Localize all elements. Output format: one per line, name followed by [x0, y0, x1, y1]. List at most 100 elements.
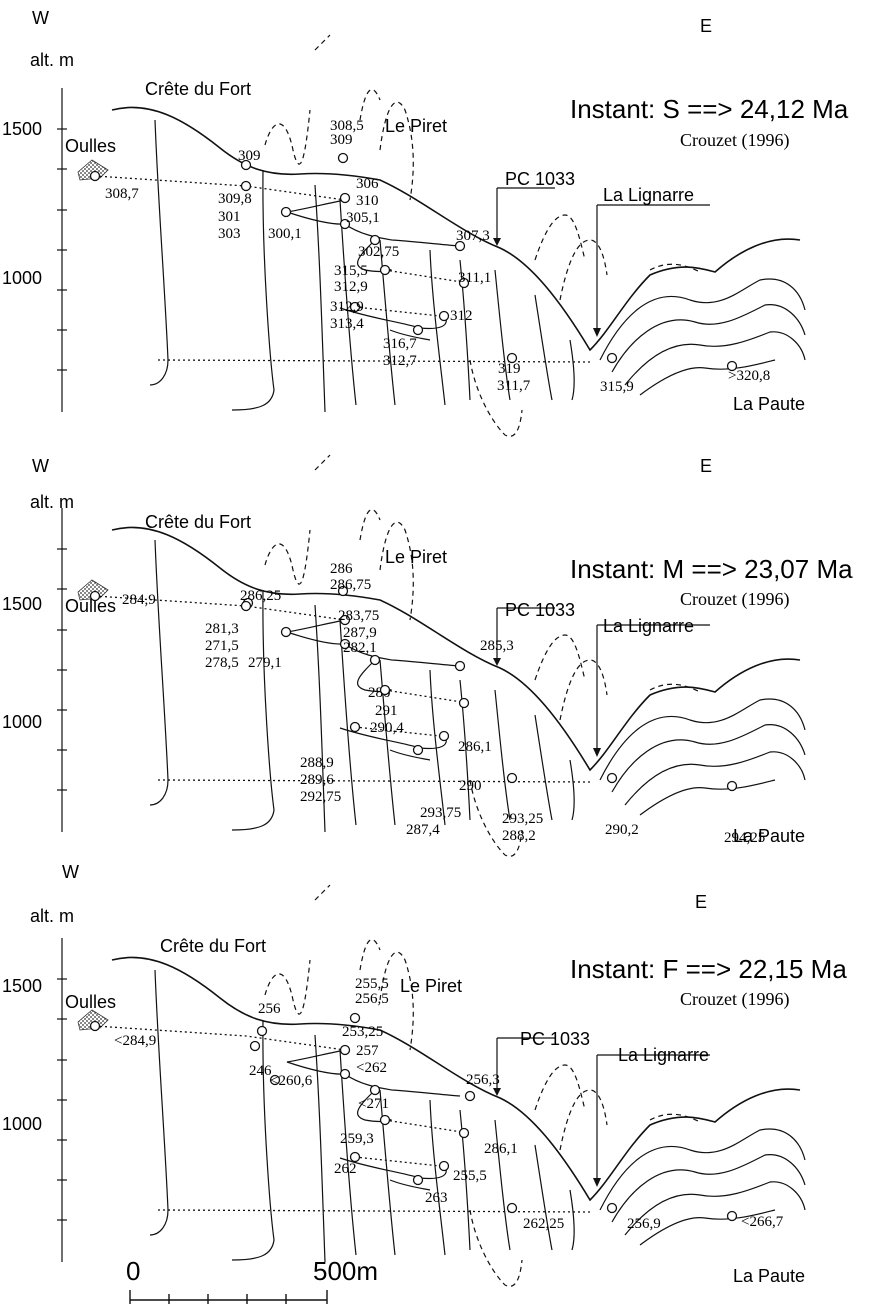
place-crete-du-fort: Crête du Fort — [145, 512, 251, 532]
sample-value: 290,4 — [370, 720, 404, 736]
sample-value: 313,4 — [330, 316, 364, 332]
sample-value: 262 — [334, 1161, 357, 1177]
tick-1000: 1000 — [2, 268, 42, 288]
sample-value: 309,8 — [218, 191, 252, 207]
sample-value: 291 — [375, 703, 398, 719]
place-la-paute: La Paute — [733, 394, 805, 414]
place-pc-1033: PC 1033 — [505, 169, 575, 189]
sample-value: <262 — [356, 1060, 387, 1076]
sample-point — [608, 774, 617, 783]
sample-value: 256,3 — [466, 1072, 500, 1088]
instant-title: Instant: S ==> 24,12 Ma — [570, 94, 849, 124]
sample-point — [91, 1022, 100, 1031]
sample-value: 315,5 — [334, 263, 368, 279]
sample-value: <260,6 — [270, 1073, 313, 1089]
sample-value: 246 — [249, 1063, 272, 1079]
source-citation: Crouzet (1996) — [680, 589, 789, 610]
place-pc-1033: PC 1033 — [505, 600, 575, 620]
sample-value: 290 — [459, 778, 482, 794]
sample-value: 312,7 — [383, 353, 417, 369]
panel-M: W E alt. m 1500 1000 Instant: M ==> 23,0… — [2, 455, 853, 856]
sample-point — [351, 723, 360, 732]
sample-value: 306 — [356, 176, 379, 192]
place-oulles: Oulles — [65, 992, 116, 1012]
east-label: E — [695, 892, 707, 912]
west-label: W — [32, 456, 49, 476]
panel-F: W E alt. m 1500 1000 Instant: F ==> 22,1… — [2, 862, 847, 1286]
tick-1500: 1500 — [2, 119, 42, 139]
sample-value: 308,7 — [105, 186, 139, 202]
place-crete-du-fort: Crête du Fort — [145, 79, 251, 99]
place-la-lignarre: La Lignarre — [603, 616, 694, 636]
sample-value: 316,7 — [383, 336, 417, 352]
sample-value: <284,9 — [114, 1033, 156, 1049]
sample-value: 309 — [238, 148, 261, 164]
sample-point — [242, 182, 251, 191]
place-crete-du-fort: Crête du Fort — [160, 936, 266, 956]
sample-point — [381, 266, 390, 275]
sample-value: 256 — [258, 1001, 281, 1017]
sample-point — [460, 1129, 469, 1138]
sample-point — [282, 628, 291, 637]
west-label: W — [62, 862, 79, 882]
sample-point — [242, 602, 251, 611]
sample-point — [91, 172, 100, 181]
tick-1500: 1500 — [2, 976, 42, 996]
sample-point — [460, 699, 469, 708]
sample-point — [414, 746, 423, 755]
source-citation: Crouzet (1996) — [680, 989, 789, 1010]
tick-1000: 1000 — [2, 1114, 42, 1134]
place-oulles: Oulles — [65, 136, 116, 156]
place-le-piret: Le Piret — [385, 547, 447, 567]
place-la-paute: La Paute — [733, 1266, 805, 1286]
sample-point — [341, 1046, 350, 1055]
sample-point — [508, 1204, 517, 1213]
sample-value: <266,7 — [741, 1214, 784, 1230]
sample-value: 255,5 — [453, 1168, 487, 1184]
sample-point — [282, 208, 291, 217]
sample-value: 311,7 — [497, 378, 531, 394]
sample-point — [414, 1176, 423, 1185]
place-pc-1033: PC 1033 — [520, 1029, 590, 1049]
sample-value: 287,9 — [343, 625, 377, 641]
scale-bar: 0 500m — [126, 1256, 378, 1304]
sample-value: 300,1 — [268, 226, 302, 242]
east-label: E — [700, 16, 712, 36]
sample-value: 259,3 — [340, 1131, 374, 1147]
instant-title: Instant: F ==> 22,15 Ma — [570, 954, 847, 984]
sample-value: 289,6 — [300, 772, 334, 788]
sample-value: 307,3 — [456, 228, 490, 244]
sample-value: 257 — [356, 1043, 379, 1059]
sample-point — [341, 194, 350, 203]
sample-value: 288,2 — [502, 828, 536, 844]
sample-value: 312,9 — [330, 299, 364, 315]
sample-value: 293,75 — [420, 805, 461, 821]
place-le-piret: Le Piret — [400, 976, 462, 996]
sample-value: 302,75 — [358, 244, 399, 260]
sample-point — [608, 1204, 617, 1213]
instant-title: Instant: M ==> 23,07 Ma — [570, 554, 853, 584]
sample-value: 256,9 — [627, 1216, 661, 1232]
sample-value: 312,9 — [334, 279, 368, 295]
sample-value: 279,1 — [248, 655, 282, 671]
place-oulles: Oulles — [65, 596, 116, 616]
sample-value: 256,5 — [355, 991, 389, 1007]
sample-value: 271,5 — [205, 638, 239, 654]
sample-value: 288,9 — [300, 755, 334, 771]
sample-value: 303 — [218, 226, 241, 242]
sample-point — [440, 1162, 449, 1171]
sample-point — [381, 1116, 390, 1125]
sample-value: 294,25 — [724, 830, 765, 846]
place-la-lignarre: La Lignarre — [603, 185, 694, 205]
sample-point — [456, 662, 465, 671]
sample-value: 287,4 — [406, 822, 440, 838]
sample-value: 283,75 — [338, 608, 379, 624]
altitude-label: alt. m — [30, 50, 74, 70]
sample-values-F: <284,9256246255,5256,5253,25257<262<260,… — [91, 976, 784, 1232]
place-la-lignarre: La Lignarre — [618, 1045, 709, 1065]
sample-point — [351, 1014, 360, 1023]
altitude-label: alt. m — [30, 906, 74, 926]
